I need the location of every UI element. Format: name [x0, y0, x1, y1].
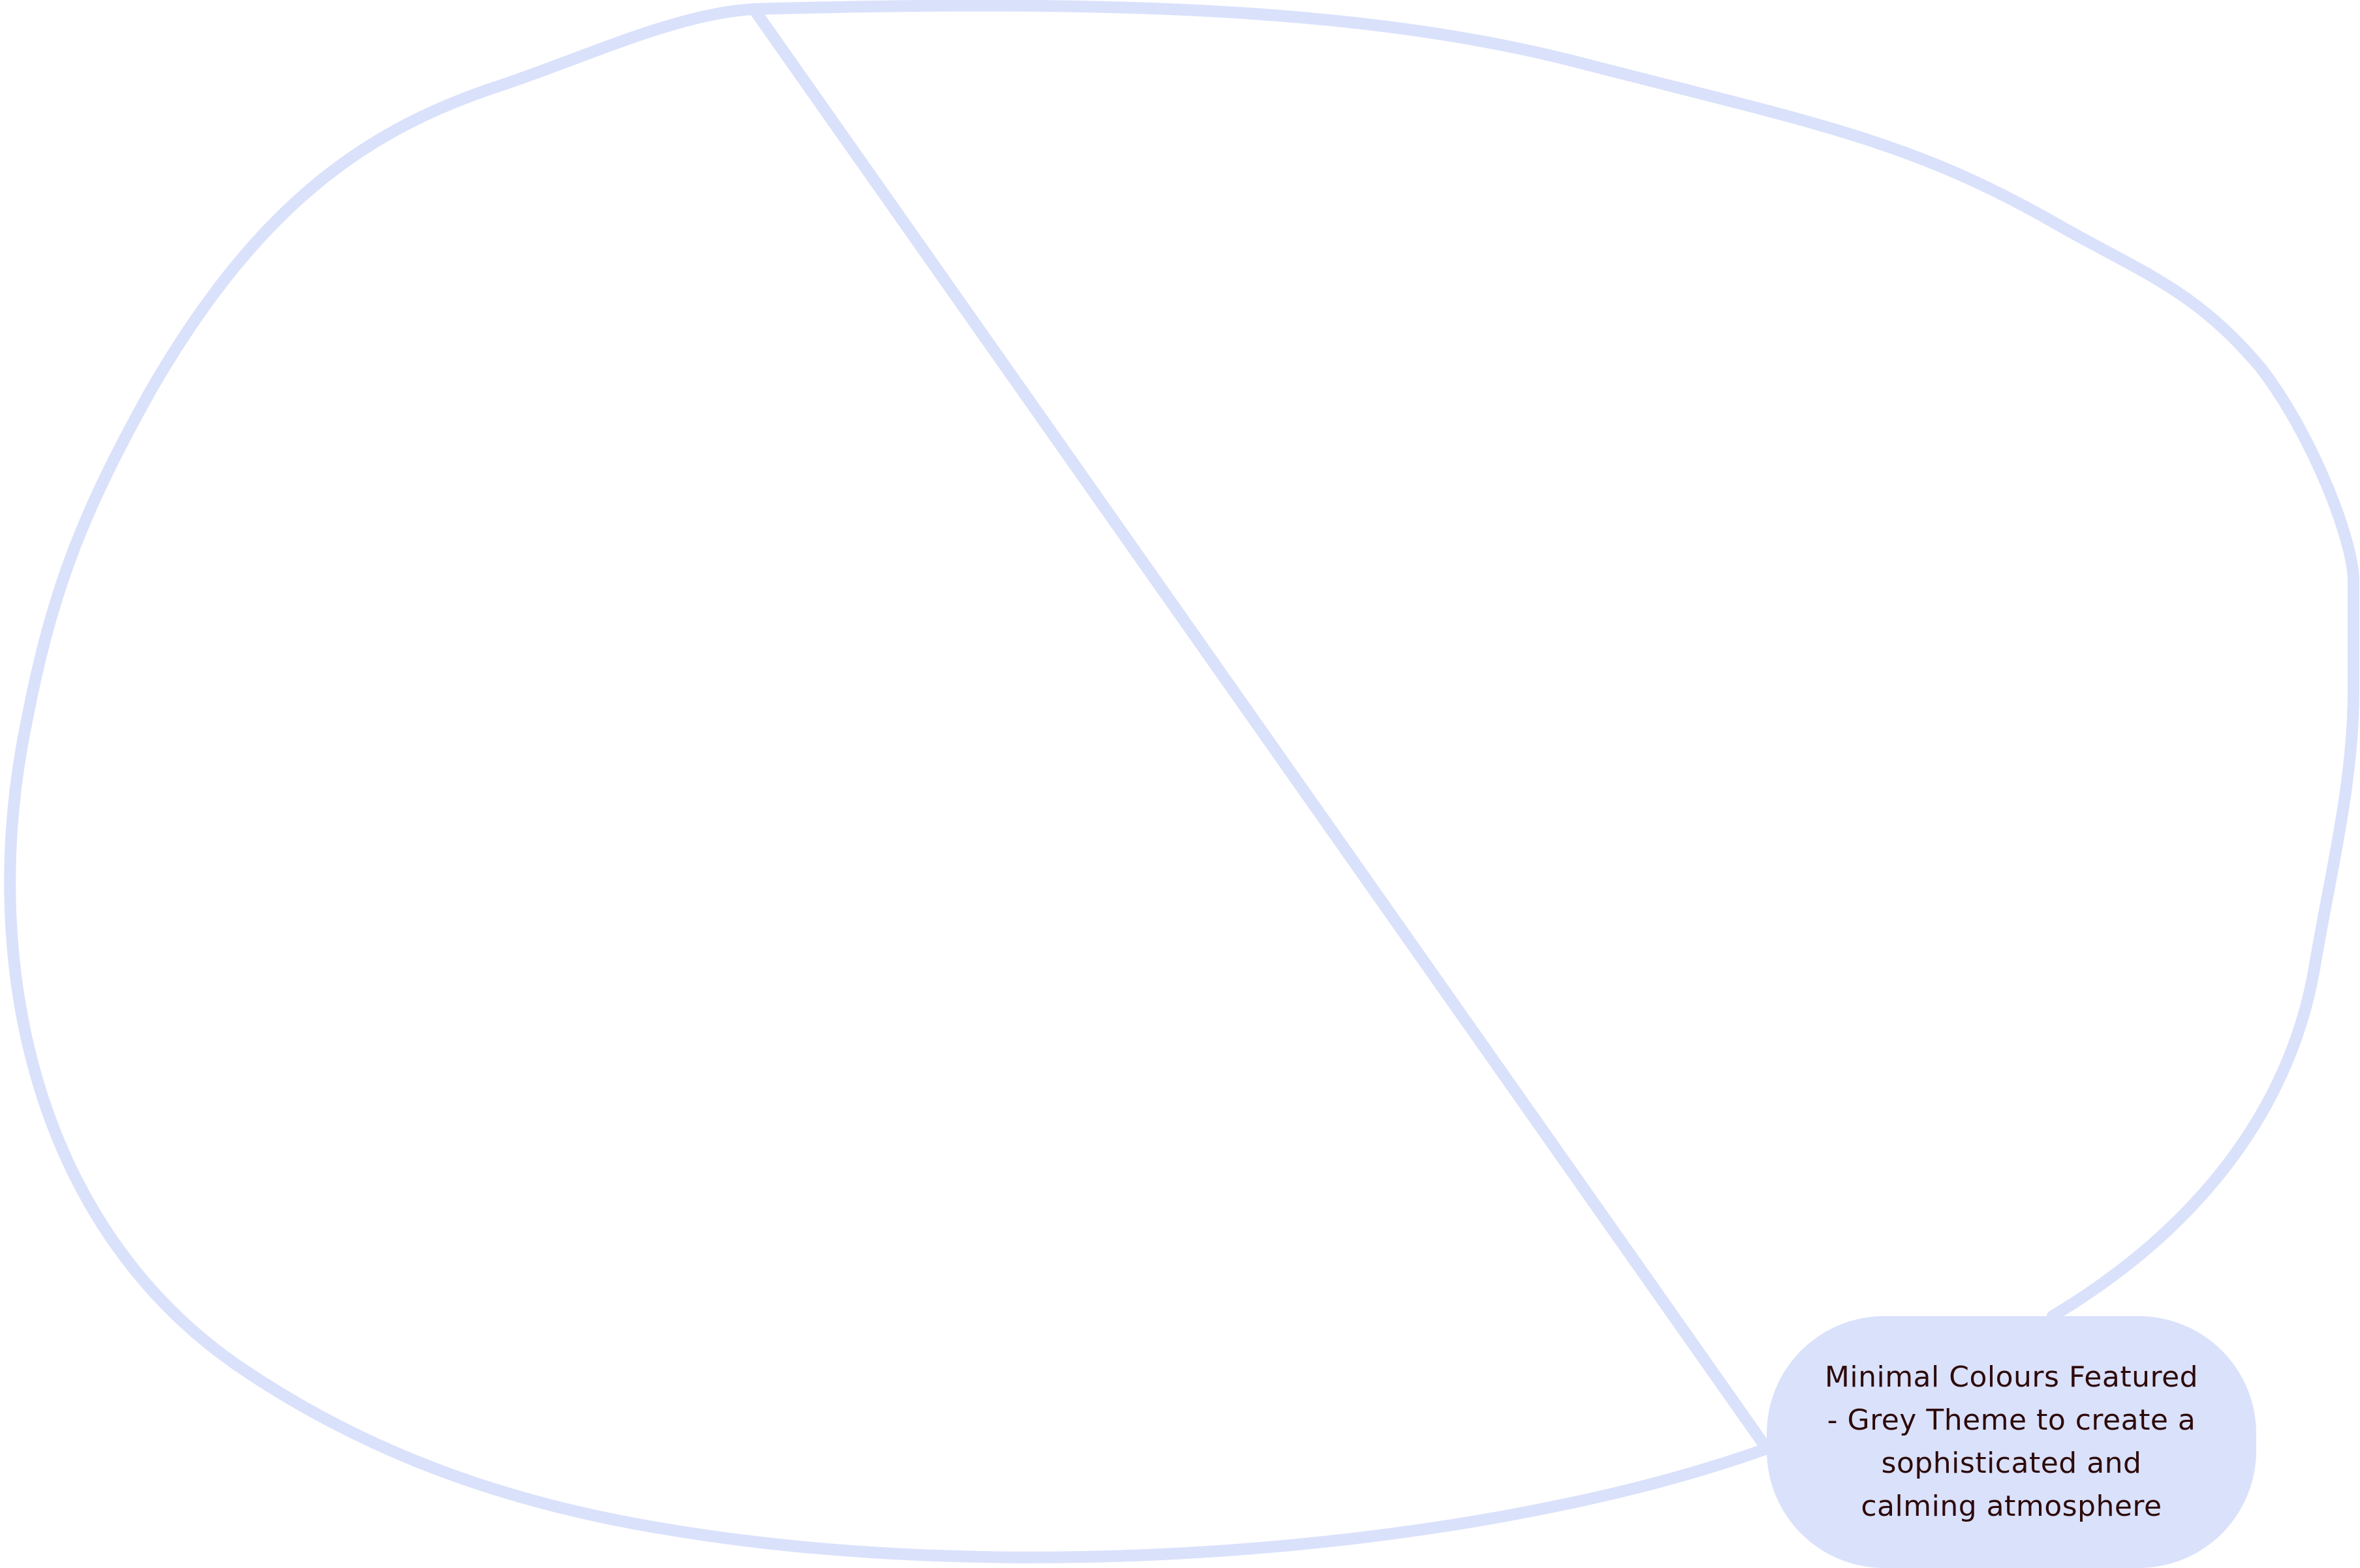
boundary-outline	[4, 0, 2359, 1563]
note-callout: Minimal Colours Featured - Grey Theme to…	[1767, 1316, 2256, 1568]
note-text: Minimal Colours Featured - Grey Theme to…	[1824, 1360, 2199, 1523]
